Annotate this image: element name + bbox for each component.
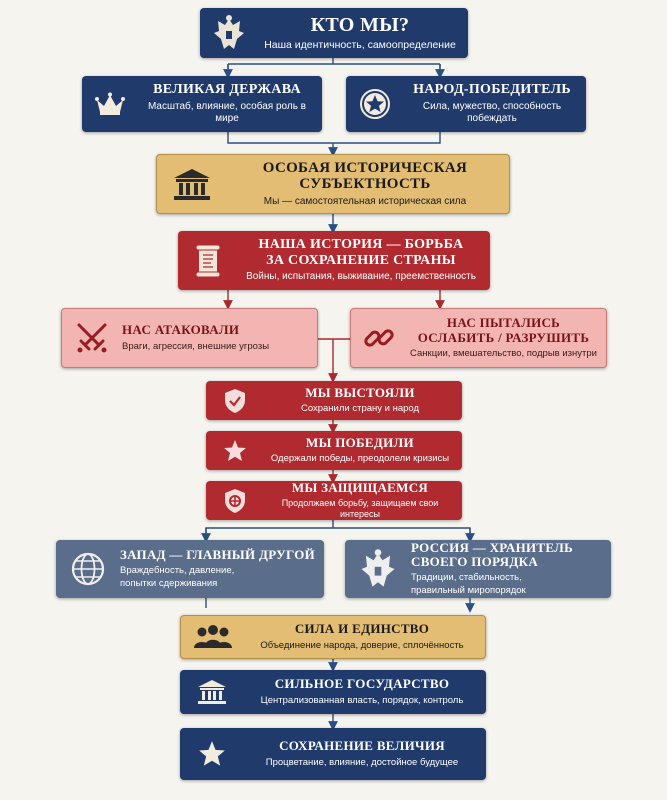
node-title: МЫ ПОБЕДИЛИ <box>306 434 414 450</box>
scroll-icon <box>178 244 238 278</box>
node-won: МЫ ПОБЕДИЛИ Одержали победы, преодолели … <box>206 431 462 470</box>
node-withstood: МЫ ВЫСТОЯЛИ Сохранили страну и народ <box>206 381 462 420</box>
eagle-emblem-icon <box>200 13 258 53</box>
node-subtitle-line1: Традиции, стабильность, <box>411 572 522 584</box>
node-subtitle: Продолжаем борьбу, защищаем свои интерес… <box>281 497 439 520</box>
people-group-icon <box>181 624 245 650</box>
node-our-history: НАША ИСТОРИЯ — БОРЬБА ЗА СОХРАНЕНИЕ СТРА… <box>178 231 490 290</box>
node-attacked: НАС АТАКОВАЛИ Враги, агрессия, внешние у… <box>61 308 318 368</box>
node-title: МЫ ЗАЩИЩАЕМСЯ <box>291 479 429 495</box>
node-who-we-are: КТО МЫ? Наша идентичность, самоопределен… <box>200 8 468 58</box>
connector-defend-split <box>205 520 471 539</box>
node-subtitle: Сила, мужество, способность побеждать <box>422 100 562 125</box>
connector-merge-unity <box>205 598 470 608</box>
node-greatness: СОХРАНЕНИЕ ВЕЛИЧИЯ Процветание, влияние,… <box>180 728 486 780</box>
node-historical-subject: ОСОБАЯ ИСТОРИЧЕСКАЯ СУБЪЕКТНОСТЬ Мы — са… <box>156 154 510 214</box>
columns-building-icon <box>157 167 227 201</box>
shield-check-icon <box>206 388 264 414</box>
node-west: ЗАПАД — ГЛАВНЫЙ ДРУГОЙ Враждебность, дав… <box>56 540 324 598</box>
node-weaken: НАС ПЫТАЛИСЬ ОСЛАБИТЬ / РАЗРУШИТЬ Санкци… <box>350 308 607 368</box>
node-subtitle-line1: Враждебность, давление, <box>120 565 235 577</box>
node-title: МЫ ВЫСТОЯЛИ <box>305 384 415 400</box>
node-title-line1: РОССИЯ — ХРАНИТЕЛЬ <box>411 539 574 555</box>
node-title: НАС АТАКОВАЛИ <box>122 322 240 338</box>
node-title-line2: ЗА СОХРАНЕНИЕ СТРАНЫ <box>266 252 456 268</box>
node-subtitle: Войны, испытания, выживание, преемственн… <box>246 271 476 283</box>
node-victor-nation: НАРОД-ПОБЕДИТЕЛЬ Сила, мужество, способн… <box>346 76 586 132</box>
node-subtitle: Мы — самостоятельная историческая сила <box>263 195 467 207</box>
node-title-line1: НАША ИСТОРИЯ — БОРЬБА <box>258 237 464 253</box>
node-strong-state: СИЛЬНОЕ ГОСУДАРСТВО Централизованная вла… <box>180 670 486 714</box>
crown-icon <box>82 92 138 116</box>
node-defend: МЫ ЗАЩИЩАЕМСЯ Продолжаем борьбу, защищае… <box>206 479 462 520</box>
node-subtitle: Наша идентичность, самоопределение <box>264 38 456 51</box>
broken-chain-icon <box>351 321 407 355</box>
star-icon <box>206 439 264 463</box>
node-subtitle: Централизованная власть, порядок, контро… <box>260 694 464 706</box>
connector-merge-subject <box>227 132 441 152</box>
shield-cross-icon <box>206 488 264 514</box>
node-title-line1: ОСОБАЯ ИСТОРИЧЕСКАЯ <box>262 159 468 176</box>
node-title-line2: СУБЪЕКТНОСТЬ <box>299 176 431 193</box>
node-title: НАРОД-ПОБЕДИТЕЛЬ <box>413 82 571 98</box>
state-building-icon <box>180 679 244 705</box>
eagle-emblem-icon <box>345 547 411 591</box>
node-strength-unity: СИЛА И ЕДИНСТВО Объединение народа, дове… <box>180 615 486 659</box>
node-title: ЗАПАД — ГЛАВНЫЙ ДРУГОЙ <box>120 546 316 562</box>
node-subtitle: Процветание, влияние, достойное будущее <box>265 756 459 768</box>
node-title-line1: НАС ПЫТАЛИСЬ <box>446 315 561 331</box>
node-title: ВЕЛИКАЯ ДЕРЖАВА <box>153 82 301 98</box>
star-medal-icon <box>346 88 404 120</box>
node-russia: РОССИЯ — ХРАНИТЕЛЬ СВОЕГО ПОРЯДКА Традиц… <box>345 540 611 598</box>
star-icon <box>180 740 244 768</box>
node-subtitle: Санкции, вмешательство, подрыв изнутри <box>410 347 597 359</box>
node-subtitle: Объединение народа, доверие, сплочённост… <box>260 639 464 651</box>
crossed-swords-icon <box>62 321 122 355</box>
node-title-line2: СВОЕГО ПОРЯДКА <box>411 554 539 570</box>
node-subtitle: Враги, агрессия, внешние угрозы <box>122 340 270 352</box>
node-great-power: ВЕЛИКАЯ ДЕРЖАВА Масштаб, влияние, особая… <box>82 76 322 132</box>
node-subtitle: Одержали победы, преодолели кризисы <box>270 453 450 465</box>
node-title: СИЛЬНОЕ ГОСУДАРСТВО <box>274 676 450 692</box>
node-subtitle-line2: правильный миропорядок <box>411 585 526 597</box>
node-title: СИЛА И ЕДИНСТВО <box>294 621 430 637</box>
node-title: КТО МЫ? <box>310 13 410 36</box>
connector-merge-withstood <box>318 338 350 378</box>
node-subtitle: Сохранили страну и народ <box>300 403 420 415</box>
node-title-line2: ОСЛАБИТЬ / РАЗРУШИТЬ <box>417 329 590 345</box>
globe-icon <box>56 551 120 587</box>
node-title: СОХРАНЕНИЕ ВЕЛИЧИЯ <box>279 738 445 754</box>
node-subtitle: Масштаб, влияние, особая роль в мире <box>147 100 306 125</box>
connector-top-split <box>227 57 441 74</box>
node-subtitle-line2: попытки сдерживания <box>120 578 218 590</box>
